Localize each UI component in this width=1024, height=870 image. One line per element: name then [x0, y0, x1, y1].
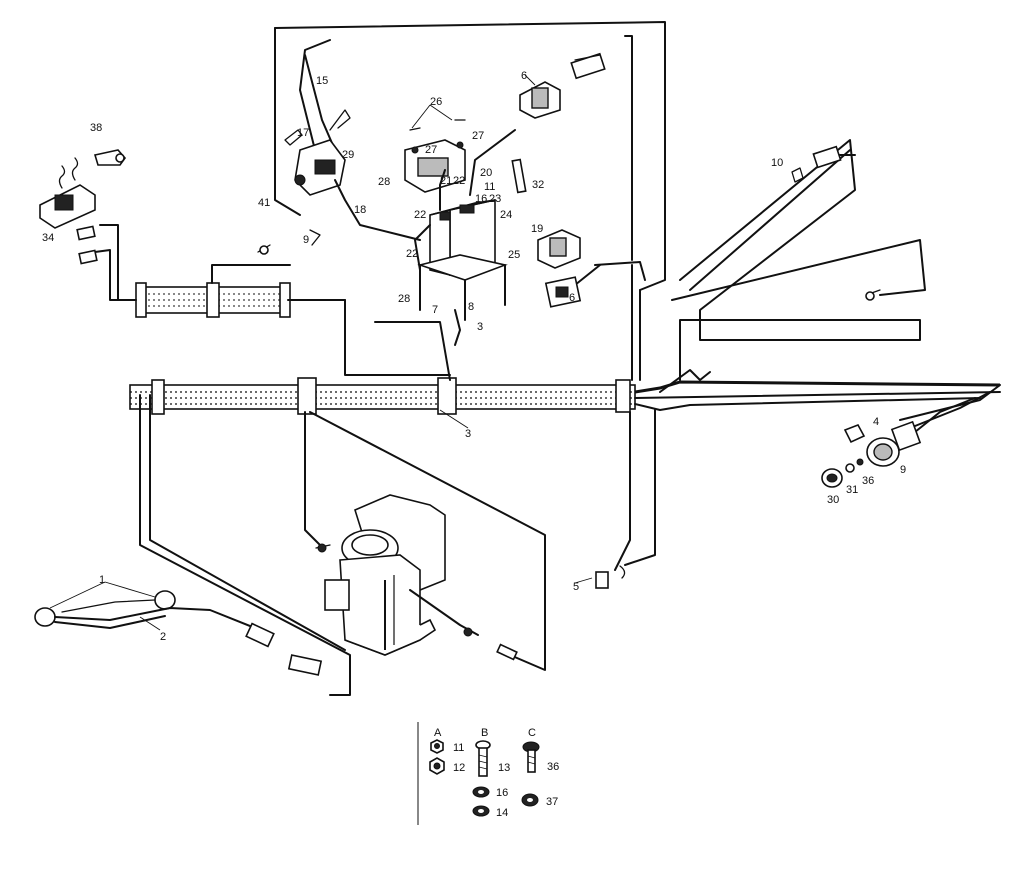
legend-37: 37: [546, 796, 558, 808]
part-1-2-lights: [34, 565, 626, 676]
callout-16: 16: [475, 193, 487, 205]
engine: [315, 494, 518, 661]
part-34-seat-switch: [39, 157, 96, 229]
callout-27-left: 27: [425, 144, 437, 156]
callout-24: 24: [500, 209, 512, 221]
callout-20: 20: [480, 167, 492, 179]
left-harness: [76, 224, 346, 318]
callout-2: 2: [160, 631, 166, 643]
callout-26: 26: [430, 96, 442, 108]
callout-28-bottom: 28: [398, 293, 410, 305]
callout-34: 34: [42, 232, 54, 244]
callout-3-top: 3: [477, 321, 483, 333]
callout-22-top: 22: [453, 175, 465, 187]
legend-col-b: B: [481, 727, 488, 739]
callout-36: 36: [862, 475, 874, 487]
part-9-ammeter: [821, 420, 922, 488]
hardware-legend: A B C 11 12 13 16 14 36 37: [417, 722, 559, 825]
legend-16: 16: [496, 787, 508, 799]
callout-41: 41: [258, 197, 270, 209]
legend-36: 36: [547, 761, 559, 773]
callout-1: 1: [99, 574, 105, 586]
callout-17: 17: [297, 127, 309, 139]
legend-12: 12: [453, 762, 465, 774]
legend-14: 14: [496, 807, 508, 819]
callout-31: 31: [846, 484, 858, 496]
callout-10: 10: [771, 157, 783, 169]
part-38-bracket: [93, 149, 127, 166]
callout-22-low: 22: [406, 248, 418, 260]
callout-labels: 38 34 41 9 15 17 29 18 26 27 27 28 21 22…: [42, 70, 906, 643]
callout-19: 19: [531, 223, 543, 235]
leader-lines: [49, 74, 593, 631]
callout-21: 21: [440, 175, 452, 187]
callout-4: 4: [873, 416, 879, 428]
callout-9: 9: [303, 234, 309, 246]
callout-30: 30: [827, 494, 839, 506]
callout-15: 15: [316, 75, 328, 87]
battery-assembly: [404, 119, 527, 346]
part-10-connector: [791, 145, 881, 301]
callout-5: 5: [573, 581, 579, 593]
callout-22-mid: 22: [414, 209, 426, 221]
callout-27-right: 27: [472, 130, 484, 142]
callout-6-mid: 6: [569, 292, 575, 304]
legend-col-c: C: [528, 727, 536, 739]
callout-25: 25: [508, 249, 520, 261]
callout-6-top: 6: [521, 70, 527, 82]
part-6-relay-top: [519, 52, 606, 119]
callout-23: 23: [489, 193, 501, 205]
legend-11: 11: [453, 742, 464, 754]
callout-9-gauge: 9: [900, 464, 906, 476]
legend-col-a: A: [434, 727, 442, 739]
callout-8: 8: [468, 301, 474, 313]
callout-11: 11: [484, 181, 495, 193]
callout-32: 32: [532, 179, 544, 191]
callout-28-top: 28: [378, 176, 390, 188]
callout-29: 29: [342, 149, 354, 161]
callout-7: 7: [432, 304, 438, 316]
main-harness: [129, 21, 1001, 696]
part-19-solenoid: [537, 229, 582, 308]
callout-18: 18: [354, 204, 366, 216]
key-switch-area: [257, 39, 421, 255]
callout-38: 38: [90, 122, 102, 134]
callout-3-harness: 3: [465, 428, 471, 440]
legend-13: 13: [498, 762, 510, 774]
